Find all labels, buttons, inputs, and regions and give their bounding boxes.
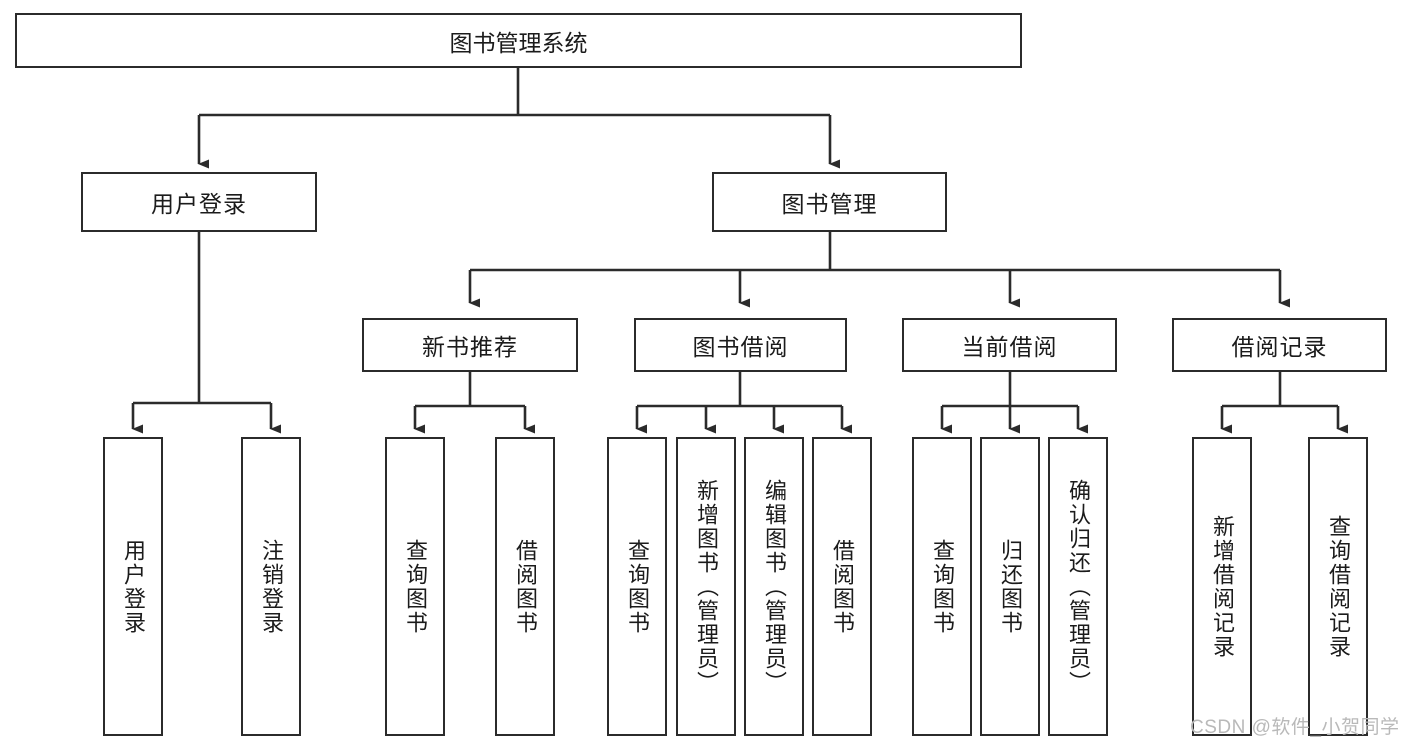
leaf-borrow-edit-book-admin[interactable]: 编辑图书（管理员）	[744, 437, 804, 736]
leaf-borrow-query-book[interactable]: 查询图书	[607, 437, 667, 736]
leaf-label: 查询图书	[929, 538, 955, 635]
leaf-user-login-logout[interactable]: 注销登录	[241, 437, 301, 736]
leaf-label: 借阅图书	[512, 538, 538, 635]
leaf-label: 编辑图书（管理员）	[761, 478, 787, 695]
node-label: 图书借阅	[692, 334, 789, 360]
leaf-label: 确认归还（管理员）	[1065, 478, 1091, 695]
leaf-recommend-borrow-book[interactable]: 借阅图书	[495, 437, 555, 736]
leaf-label: 新增借阅记录	[1209, 514, 1235, 659]
leaf-label: 查询图书	[624, 538, 650, 635]
node-book-management[interactable]: 图书管理	[712, 172, 947, 232]
node-book-borrow[interactable]: 图书借阅	[634, 318, 847, 372]
node-label: 新书推荐	[422, 334, 518, 360]
node-label: 用户登录	[151, 191, 247, 217]
leaf-label: 用户登录	[120, 538, 146, 635]
leaf-label: 查询借阅记录	[1325, 514, 1351, 659]
leaf-current-return-book[interactable]: 归还图书	[980, 437, 1040, 736]
leaf-current-query-book[interactable]: 查询图书	[912, 437, 972, 736]
node-user-login[interactable]: 用户登录	[81, 172, 317, 232]
node-label: 图书管理	[781, 191, 878, 217]
node-new-book-recommend[interactable]: 新书推荐	[362, 318, 578, 372]
leaf-label: 注销登录	[258, 538, 284, 635]
node-borrow-records[interactable]: 借阅记录	[1172, 318, 1387, 372]
leaf-label: 借阅图书	[829, 538, 855, 635]
leaf-borrow-borrow-book[interactable]: 借阅图书	[812, 437, 872, 736]
node-label: 借阅记录	[1231, 334, 1328, 360]
leaf-current-confirm-return-admin[interactable]: 确认归还（管理员）	[1048, 437, 1108, 736]
node-root-system[interactable]: 图书管理系统	[15, 13, 1022, 68]
watermark: CSDN @软件_小贺同学	[1190, 717, 1400, 738]
leaf-user-login-login[interactable]: 用户登录	[103, 437, 163, 736]
leaf-label: 归还图书	[997, 538, 1023, 635]
leaf-records-query-record[interactable]: 查询借阅记录	[1308, 437, 1368, 736]
node-label: 当前借阅	[961, 334, 1058, 360]
leaf-label: 查询图书	[402, 538, 428, 635]
leaf-label: 新增图书（管理员）	[693, 478, 719, 695]
leaf-borrow-add-book-admin[interactable]: 新增图书（管理员）	[676, 437, 736, 736]
node-label: 图书管理系统	[449, 29, 588, 56]
node-current-borrow[interactable]: 当前借阅	[902, 318, 1117, 372]
leaf-records-add-record[interactable]: 新增借阅记录	[1192, 437, 1252, 736]
leaf-recommend-query-book[interactable]: 查询图书	[385, 437, 445, 736]
